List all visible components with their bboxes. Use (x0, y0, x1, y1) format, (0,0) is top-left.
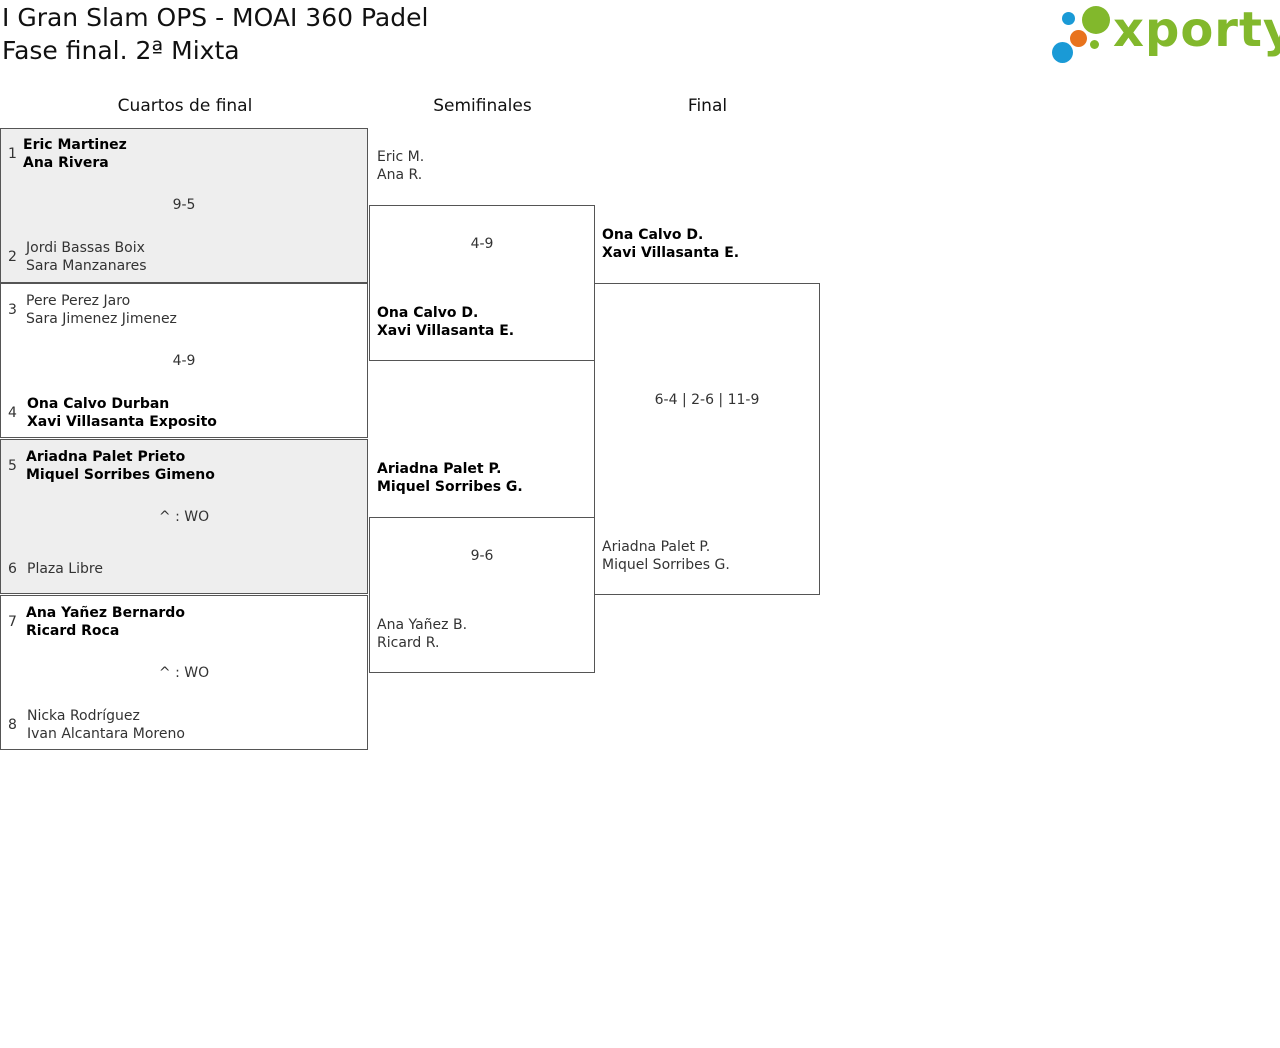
player-name: Ana Yañez Bernardo (26, 605, 185, 621)
player-name: Pere Perez Jaro (26, 293, 131, 309)
seed-number: 8 (8, 717, 17, 733)
match-score: 9-5 (172, 197, 196, 213)
logo-dot-blue-large (1052, 42, 1073, 63)
seed-number: 5 (8, 458, 17, 474)
quarterfinal-match-2 (0, 283, 368, 438)
match-score: ^ : WO (158, 509, 210, 525)
player-name: Sara Manzanares (26, 258, 147, 274)
team-entry[interactable]: Plaza Libre (27, 560, 103, 578)
team-entry[interactable]: Ana Yañez B. Ricard R. (377, 616, 467, 652)
team-entry[interactable]: Eric M. Ana R. (377, 148, 424, 184)
player-name: Jordi Bassas Boix (26, 240, 145, 256)
player-name: Eric Martinez (23, 137, 127, 153)
team-entry[interactable]: Pere Perez Jaro Sara Jimenez Jimenez (26, 292, 177, 328)
player-name: Plaza Libre (27, 561, 103, 577)
player-name: Ricard R. (377, 635, 440, 651)
logo-wordmark: xporty (1113, 2, 1280, 58)
team-entry[interactable]: Ona Calvo D. Xavi Villasanta E. (602, 226, 739, 262)
seed-number: 6 (8, 561, 17, 577)
player-name: Ivan Alcantara Moreno (27, 726, 185, 742)
player-name: Miquel Sorribes G. (602, 557, 730, 573)
player-name: Ariadna Palet P. (377, 461, 502, 477)
quarterfinal-match-3 (0, 439, 368, 594)
player-name: Miquel Sorribes Gimeno (26, 467, 215, 483)
player-name: Eric M. (377, 149, 425, 165)
match-score: 4-9 (470, 236, 494, 252)
logo-dot-blue-small (1062, 12, 1075, 25)
player-name: Nicka Rodríguez (27, 708, 140, 724)
team-entry[interactable]: Ariadna Palet P. Miquel Sorribes G. (377, 460, 523, 496)
seed-number: 1 (8, 146, 17, 162)
team-entry[interactable]: Eric Martinez Ana Rivera (23, 136, 127, 172)
team-entry[interactable]: Jordi Bassas Boix Sara Manzanares (26, 239, 147, 275)
semifinal-match-2 (369, 517, 595, 673)
team-entry[interactable]: Ariadna Palet P. Miquel Sorribes G. (602, 538, 730, 574)
seed-number: 7 (8, 614, 17, 630)
team-entry[interactable]: Ona Calvo Durban Xavi Villasanta Exposit… (27, 395, 217, 431)
player-name: Xavi Villasanta E. (602, 245, 740, 261)
seed-number: 3 (8, 302, 17, 318)
player-name: Ariadna Palet Prieto (26, 449, 186, 465)
team-entry[interactable]: Nicka Rodríguez Ivan Alcantara Moreno (27, 707, 185, 743)
player-name: Ana R. (377, 167, 423, 183)
player-name: Ricard Roca (26, 623, 120, 639)
round-header-quarters: Cuartos de final (117, 96, 253, 116)
player-name: Xavi Villasanta E. (377, 323, 515, 339)
player-name: Ona Calvo D. (602, 227, 704, 243)
player-name: Ona Calvo D. (377, 305, 479, 321)
logo-dot-orange (1070, 30, 1087, 47)
logo-dot-green (1082, 6, 1110, 34)
player-name: Miquel Sorribes G. (377, 479, 523, 495)
xporty-logo[interactable]: xporty (1050, 2, 1280, 66)
final-match (594, 283, 820, 595)
player-name: Ariadna Palet P. (602, 539, 711, 555)
player-name: Xavi Villasanta Exposito (27, 414, 217, 430)
round-header-final: Final (687, 96, 728, 116)
page-subtitle: Fase final. 2ª Mixta (2, 36, 240, 65)
player-name: Sara Jimenez Jimenez (26, 311, 177, 327)
team-entry[interactable]: Ariadna Palet Prieto Miquel Sorribes Gim… (26, 448, 215, 484)
final-score: 6-4 | 2-6 | 11-9 (654, 392, 760, 408)
match-score: 9-6 (470, 548, 494, 564)
logo-dot-green-small (1090, 40, 1099, 49)
player-name: Ona Calvo Durban (27, 396, 170, 412)
team-entry[interactable]: Ana Yañez Bernardo Ricard Roca (26, 604, 185, 640)
player-name: Ana Rivera (23, 155, 109, 171)
round-header-semis: Semifinales (433, 96, 532, 116)
seed-number: 4 (8, 405, 17, 421)
quarterfinal-match-1 (0, 128, 368, 283)
match-score: 4-9 (172, 353, 196, 369)
team-entry[interactable]: Ona Calvo D. Xavi Villasanta E. (377, 304, 514, 340)
match-score: ^ : WO (158, 665, 210, 681)
page-title: I Gran Slam OPS - MOAI 360 Padel (2, 3, 429, 32)
seed-number: 2 (8, 249, 17, 265)
player-name: Ana Yañez B. (377, 617, 468, 633)
quarterfinal-match-4 (0, 595, 368, 750)
